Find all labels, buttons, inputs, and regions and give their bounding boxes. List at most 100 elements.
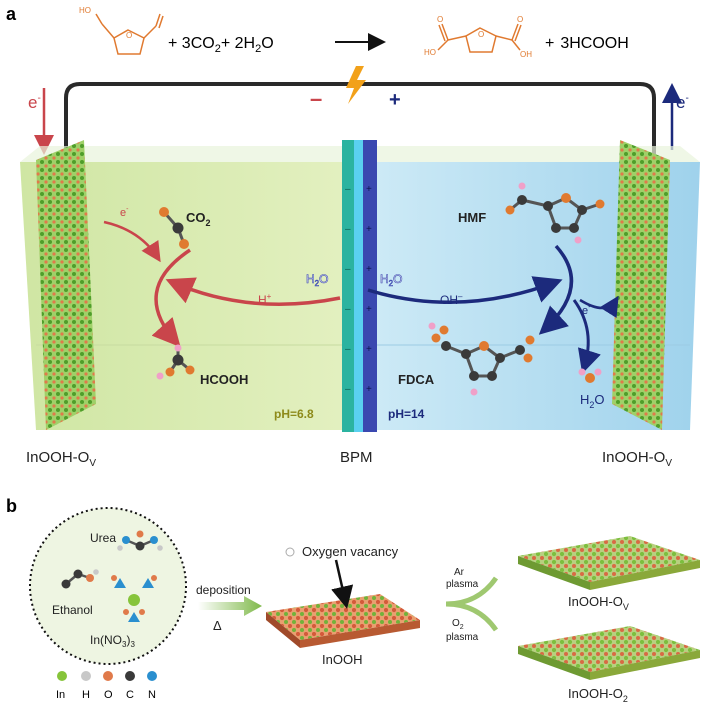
bpm-plus-charges: + + + + + + [366, 184, 372, 395]
fdca-oh-left: HO [424, 48, 436, 57]
hmf-oh-label: HO [79, 6, 91, 15]
anode-water-label: H2O [580, 392, 605, 410]
legend-o-dot [103, 671, 113, 681]
proton-label: H+ [258, 292, 272, 307]
legend-in-label: In [56, 689, 65, 701]
fdca-structure-icon [437, 23, 522, 53]
svg-text:+: + [366, 304, 372, 315]
anode-polarity-sign: + [389, 89, 401, 111]
co2-label: CO2 [186, 210, 211, 228]
element-legend: In H O C N [56, 671, 157, 701]
catholyte-ph: pH=6.8 [274, 407, 314, 421]
bpm-anion-layer [363, 140, 377, 432]
oxygen-vacancy-dot [285, 547, 295, 557]
legend-h-label: H [82, 689, 90, 701]
svg-text:–: – [345, 224, 351, 235]
cathode-polarity-sign: – [310, 86, 322, 111]
electron-in-label: e- [28, 93, 41, 112]
inooh-slab-left [266, 612, 300, 648]
fdca-oh-right: OH [520, 50, 532, 59]
inooh-o2-label: InOOH-O2 [568, 686, 628, 704]
inooh-ov-label: InOOH-OV [568, 594, 629, 612]
bpm-water-right: H2O [380, 272, 402, 288]
cathode-label: InOOH-OV [26, 449, 96, 469]
electron-out-label: e- [676, 93, 689, 112]
svg-text:–: – [345, 304, 351, 315]
cathode-electrode [36, 140, 96, 430]
bpm-label: BPM [340, 449, 373, 466]
svg-text:+: + [366, 184, 372, 195]
fdca-label: FDCA [398, 372, 435, 387]
hydroxide-transfer-arrow [367, 276, 563, 304]
o2-plasma-line2: plasma [446, 632, 479, 643]
anode-electron-arrow [579, 295, 619, 319]
svg-text:+: + [366, 224, 372, 235]
inooh-ov-slab-left [518, 556, 590, 590]
bpm-water-left: H2O [306, 272, 328, 288]
cathode-electron-arrow [103, 220, 161, 263]
deposition-arrow [198, 596, 262, 616]
panel-b-label: b [6, 496, 17, 516]
deposition-label: deposition [196, 583, 251, 597]
urea-label: Urea [90, 531, 116, 545]
indium-nitrate-label: In(NO3)3 [90, 633, 135, 649]
anode-label: InOOH-OV [602, 449, 672, 469]
inooh-o2-slab-top [518, 626, 700, 672]
svg-text:+: + [366, 384, 372, 395]
legend-o-label: O [104, 689, 113, 701]
fdca-o-right: O [517, 15, 523, 24]
hmf-label: HMF [458, 210, 486, 225]
svg-text:–: – [345, 264, 351, 275]
svg-text:–: – [345, 344, 351, 355]
equation-reactants: + 3CO2+ 2H2O [168, 35, 274, 55]
water-release-arrow [572, 299, 601, 374]
inooh-ov-slab-front [590, 560, 700, 590]
bpm-water-layer [354, 140, 364, 432]
bpm-minus-charges: – – – – – – [345, 184, 351, 395]
legend-n-label: N [148, 689, 156, 701]
anode-electrode [612, 140, 670, 430]
o2-plasma-branch [445, 601, 499, 632]
vacancy-pointer-arrow [331, 559, 354, 609]
hmf-structure-icon [95, 13, 164, 55]
co2-molecule-icon [159, 207, 189, 249]
co2-reduction-arrow [151, 248, 191, 348]
inooh-label: InOOH [322, 652, 362, 667]
svg-text:–: – [345, 184, 351, 195]
o2-plasma-line1: O2 [452, 618, 464, 631]
ethanol-label: Ethanol [52, 603, 93, 617]
anolyte-ph: pH=14 [388, 407, 425, 421]
legend-in-dot [57, 671, 67, 681]
fdca-o-left: O [437, 15, 443, 24]
inooh-slab-top [266, 594, 420, 640]
ar-plasma-line2: plasma [446, 579, 479, 590]
svg-text:–: – [345, 384, 351, 395]
inooh-o2-slab-front [590, 650, 700, 680]
panel-a-label: a [6, 4, 17, 24]
svg-text:+: + [366, 344, 372, 355]
anode-electron-label: e- [582, 304, 591, 317]
hmf-molecule-icon [505, 182, 605, 244]
water-molecule-icon [578, 368, 602, 383]
svg-text:+: + [366, 264, 372, 275]
proton-transfer-arrow [165, 277, 341, 306]
cathode-electron-label: e- [120, 206, 129, 219]
legend-n-dot [147, 671, 157, 681]
fdca-molecule-icon [428, 322, 535, 396]
hmf-oxidation-arrow [538, 244, 574, 335]
heat-symbol: Δ [213, 618, 222, 633]
hcooh-molecule-icon [156, 344, 195, 380]
lightning-power-icon [346, 66, 366, 104]
inooh-slab-front [300, 620, 420, 648]
bpm-cation-layer [342, 140, 356, 432]
hcooh-label: HCOOH [200, 372, 248, 387]
urea-molecule-icon [117, 530, 163, 551]
inooh-o2-slab-left [518, 646, 590, 680]
hydroxide-label: OH– [440, 292, 463, 307]
vacancy-label: Oxygen vacancy [302, 544, 399, 559]
legend-h-dot [81, 671, 91, 681]
indium-nitrate-icon [111, 575, 157, 622]
hmf-ring-o: O [126, 31, 132, 40]
ar-plasma-line1: Ar [454, 567, 465, 578]
